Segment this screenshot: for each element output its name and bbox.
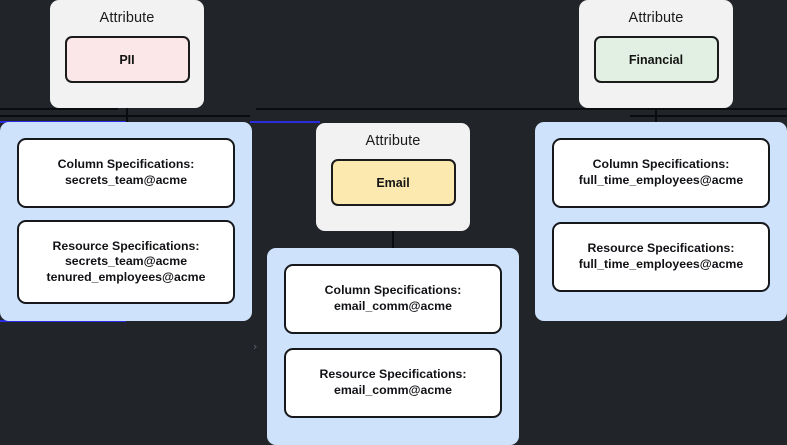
attribute-badge-email[interactable]: Email [330,159,456,207]
spec-panel-email[interactable]: Column Specifications: email_comm@acme R… [267,248,519,445]
accent-line-left-bottom [0,320,126,322]
connector-stub-financial [655,108,657,122]
attribute-card-pii[interactable]: Attribute PII [50,0,204,108]
spec-value: email_comm@acme [334,383,452,397]
spec-value: secrets_team@acme [64,173,188,187]
connector-line-top-right [256,108,787,110]
resource-specifications-box[interactable]: Resource Specifications: full_time_emplo… [552,222,770,292]
attribute-card-title: Attribute [365,133,421,149]
spec-value: full_time_employees@acme [578,173,744,187]
spec-heading: Column Specifications: [324,283,462,298]
connector-line-top-mid [0,115,250,117]
spec-panel-financial[interactable]: Column Specifications: full_time_employe… [535,122,787,321]
resource-specifications-box[interactable]: Resource Specifications: email_comm@acme [284,348,502,418]
attribute-card-title: Attribute [99,10,155,26]
spec-panel-pii[interactable]: Column Specifications: secrets_team@acme… [0,122,252,321]
attribute-card-title: Attribute [628,10,684,26]
attribute-badge-pii[interactable]: PII [64,36,190,84]
connector-line-right-edge [630,115,787,117]
spec-heading: Column Specifications: [57,157,195,172]
attribute-card-email[interactable]: Attribute Email [316,123,470,231]
attribute-card-financial[interactable]: Attribute Financial [579,0,733,108]
spec-value: secrets_team@acme [64,254,188,269]
connector-stub-email [392,215,394,248]
spec-heading: Column Specifications: [592,157,730,172]
attribute-badge-financial[interactable]: Financial [593,36,719,84]
chevron-right-icon[interactable]: › [253,340,258,353]
spec-heading: Resource Specifications: [319,367,467,382]
connector-stub-pii [126,108,128,122]
column-specifications-box[interactable]: Column Specifications: secrets_team@acme [17,138,235,208]
spec-heading: Resource Specifications: [587,241,735,256]
column-specifications-box[interactable]: Column Specifications: email_comm@acme [284,264,502,334]
spec-value: full_time_employees@acme [578,257,744,271]
spec-value-2: tenured_employees@acme [46,269,206,284]
connector-line-top-left [0,108,118,110]
resource-specifications-box[interactable]: Resource Specifications: secrets_team@ac… [17,220,235,304]
column-specifications-box[interactable]: Column Specifications: full_time_employe… [552,138,770,208]
accent-line-mid-top [250,121,320,123]
spec-heading: Resource Specifications: [52,238,200,253]
spec-value: email_comm@acme [334,299,452,313]
